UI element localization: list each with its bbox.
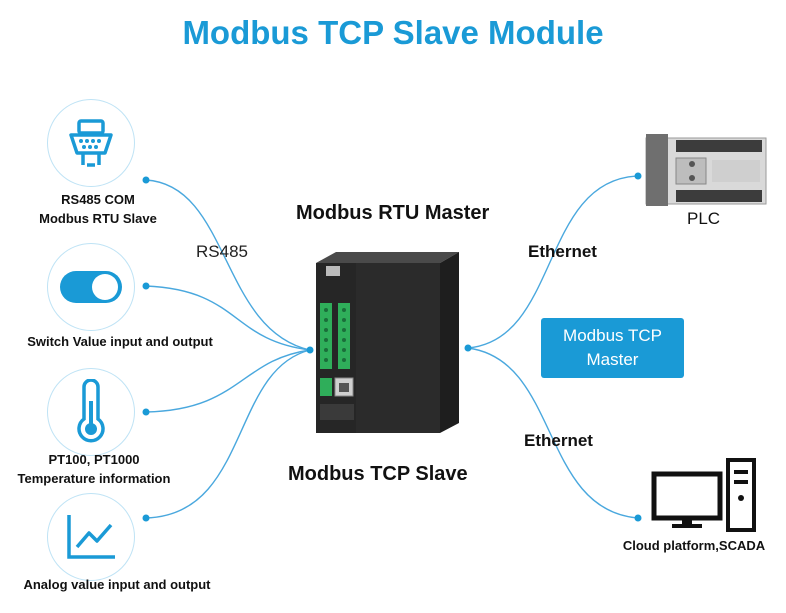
rs485-circle [47,99,135,187]
rs485-link-label: RS485 [196,242,248,261]
rtu-master-label: Modbus RTU Master [296,202,490,224]
temperature-label: PT100, PT1000 Temperature information [17,452,171,486]
ethernet-bottom-label: Ethernet [524,431,593,450]
serial-port-icon [69,119,113,167]
temperature-circle [47,368,135,456]
toggle-switch-icon [60,271,122,303]
switch-label: Switch Value input and output [27,334,213,349]
thermometer-icon [77,379,105,443]
scada-label: Cloud platform,SCADA [622,538,766,553]
link-analog [145,349,311,519]
link-plc [467,175,639,349]
analog-circle [47,493,135,581]
line-chart-icon [67,515,115,559]
rs485-label: RS485 COM Modbus RTU Slave [39,192,157,226]
link-rs485 [145,179,311,351]
diagram-title: Modbus TCP Slave Module [182,14,604,51]
link-switch [145,285,311,351]
ethernet-top-label: Ethernet [528,242,597,261]
switch-circle [47,243,135,331]
tcp-slave-label: Modbus TCP Slave [288,463,468,485]
plc-label: PLC [687,209,721,228]
link-temperature [145,349,311,413]
analog-label: Analog value input and output [23,577,211,592]
link-scada [467,347,639,519]
modbus-tcp-master-box: Modbus TCP Master [541,318,684,378]
